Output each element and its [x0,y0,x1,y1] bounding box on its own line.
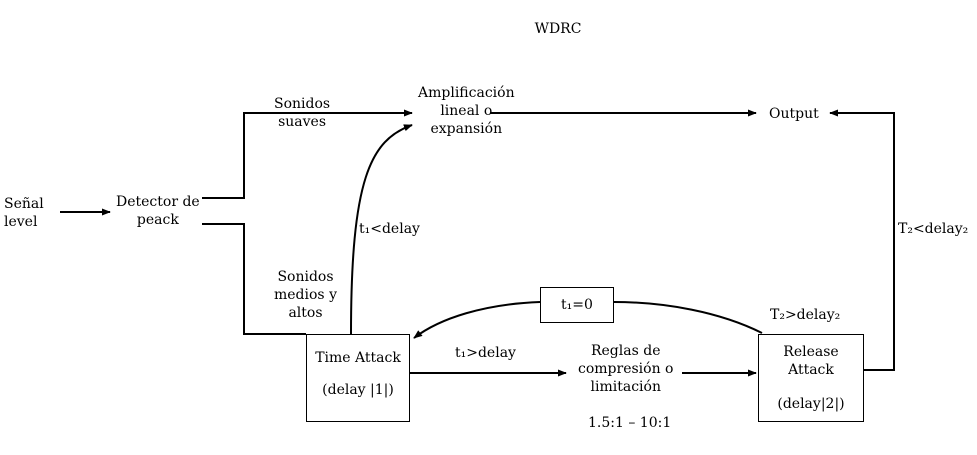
label-t1-less-than-delay: t₁<delay [359,221,420,237]
node-time-attack: Time Attack (delay |1|) [306,334,410,422]
line-detector-to-mid-high [202,223,306,335]
line-release-to-output [829,109,895,371]
node-peak-detector: Detector de peack [116,194,200,228]
curve-release-to-reset [613,301,763,334]
diagram-title: WDRC [534,21,582,37]
curve-reset-to-attack [413,301,541,339]
node-reset-t1: t₁=0 [540,287,614,323]
label-t1-greater-than-delay: t₁>delay [455,345,516,361]
node-output: Output [769,106,819,122]
label-t2-greater-than-delay2: T₂>delay₂ [770,307,841,323]
node-amplification: Amplificación lineal o expansión [418,85,515,137]
node-signal-level: Señal level [4,196,44,230]
reset-t1-label: t₁=0 [561,297,593,313]
release-attack-delay: (delay|2|) [777,396,845,412]
label-ratio-range: 1.5:1 – 10:1 [588,415,672,431]
time-attack-label: Time Attack [315,350,401,366]
label-soft-sounds: Sonidos suaves [274,96,331,130]
label-mid-high-sounds: Sonidos medios y altos [274,269,337,321]
node-compression-rules: Reglas de compresión o limitación [578,343,674,395]
time-attack-delay: (delay |1|) [322,382,394,398]
line-detector-to-soft [202,109,413,199]
release-attack-label: Release Attack [783,344,839,378]
label-t2-less-than-delay2: T₂<delay₂ [898,221,969,237]
node-release-attack: Release Attack (delay|2|) [758,334,864,422]
curve-attack-to-amplification [350,124,413,335]
